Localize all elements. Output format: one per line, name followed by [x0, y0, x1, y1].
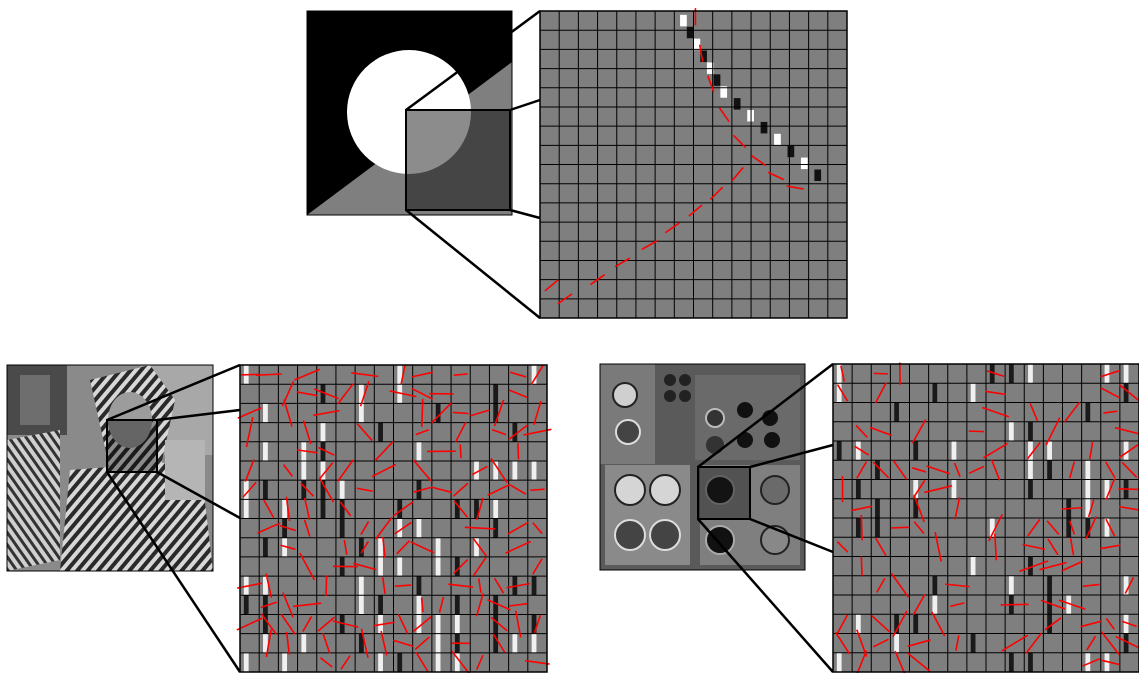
panel-synthetic — [307, 8, 847, 318]
synthetic-zoom-grid — [540, 8, 847, 318]
barbara-zoom-region — [107, 420, 157, 472]
orientation-stroke — [874, 373, 888, 374]
orientation-stroke — [422, 399, 423, 427]
synthetic-zoom-region — [406, 110, 510, 210]
aerial-zoom-grid — [833, 363, 1139, 673]
panel-barbara — [7, 365, 551, 673]
barbara-zoom-grid — [237, 365, 552, 673]
orientation-stroke — [241, 374, 258, 375]
orientation-stroke — [891, 527, 909, 528]
orientation-stroke — [518, 443, 519, 459]
orientation-stroke — [460, 444, 461, 458]
orientation-stroke — [861, 556, 862, 575]
panel-aerial — [600, 363, 1139, 673]
orientation-stroke — [453, 412, 469, 413]
orientation-stroke — [530, 489, 544, 490]
orientation-stroke — [1118, 489, 1139, 490]
orientation-stroke — [395, 585, 411, 586]
aerial-zoom-region — [698, 467, 750, 519]
orientation-stroke — [861, 515, 862, 540]
